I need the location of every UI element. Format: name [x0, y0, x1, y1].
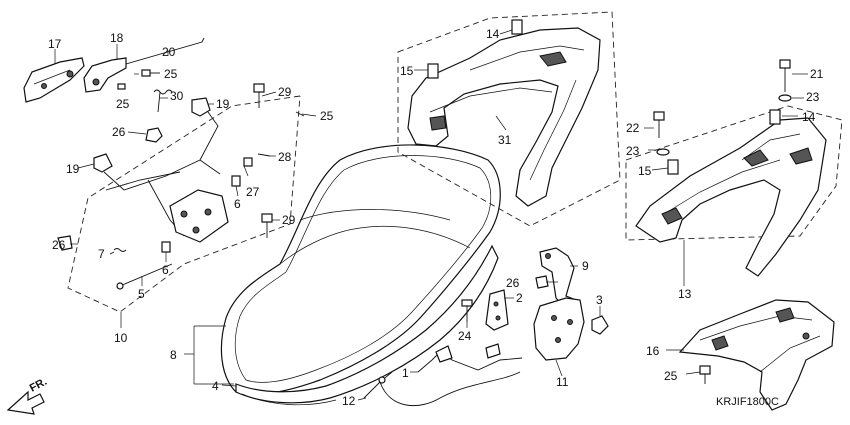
callout-30: 30	[170, 89, 184, 103]
part-27-collar	[243, 157, 253, 167]
callout-4: 4	[212, 379, 219, 393]
callout-bracket-8-4	[184, 325, 237, 387]
callout-23-b: 23	[626, 144, 640, 158]
callout-9: 9	[582, 259, 589, 273]
callout-18: 18	[110, 31, 124, 45]
callout-31: 31	[498, 133, 512, 147]
diagram-code: KRJIF1800C	[716, 396, 779, 408]
callout-29-a: 29	[278, 85, 292, 99]
part-5-rod	[119, 263, 173, 287]
callout-11: 11	[556, 375, 569, 389]
bolt-25-d	[699, 365, 711, 384]
callout-14-a: 14	[486, 27, 500, 41]
bolt-25-a	[141, 69, 160, 77]
bolt-29-b	[261, 213, 273, 238]
callout-27: 27	[246, 185, 260, 199]
washer-23-b	[656, 148, 670, 156]
part-12-cable	[363, 371, 521, 407]
callout-21: 21	[810, 67, 824, 81]
callout-15-b: 15	[638, 164, 652, 178]
bolt-22	[653, 111, 665, 138]
callout-25-c: 25	[320, 109, 334, 123]
callout-labels: 1 2 3 4 5 6 6 7 8 9 10 11 12 13 14 14 15…	[48, 27, 824, 408]
callout-7: 7	[98, 247, 105, 261]
callout-23-a: 23	[806, 90, 820, 104]
callout-26-c: 26	[506, 276, 520, 290]
callout-13: 13	[678, 287, 692, 301]
part-16-plate	[678, 299, 835, 411]
part-30-spring	[153, 89, 173, 113]
seat-outer	[220, 144, 501, 395]
part-17-cover	[23, 57, 85, 103]
callout-25-a: 25	[164, 67, 178, 81]
part-26-nut-c	[535, 275, 549, 289]
callout-26-a: 26	[112, 125, 126, 139]
seat-stitch	[234, 155, 492, 383]
part-26-nut-a	[145, 127, 163, 143]
part-3-clip	[591, 315, 609, 335]
washer-23-a	[778, 94, 792, 102]
group-31-boundary	[397, 11, 621, 227]
callout-29-b: 29	[282, 213, 296, 227]
callout-6-a: 6	[234, 197, 241, 211]
callout-5: 5	[138, 287, 145, 301]
part-6-collar-b	[161, 241, 171, 253]
part-26-clip-b	[57, 235, 73, 251]
callout-8: 8	[170, 348, 177, 362]
callout-25-d: 25	[664, 369, 678, 383]
callout-19-b: 19	[66, 162, 80, 176]
callout-26-b: 26	[52, 238, 66, 252]
part-6-collar-a	[231, 175, 241, 187]
part-14-collar-b	[769, 109, 781, 125]
callout-17: 17	[48, 37, 62, 51]
part-1-cable	[417, 351, 523, 373]
bolt-21	[779, 59, 791, 92]
callout-6-b: 6	[162, 263, 169, 277]
part-14-collar-a	[511, 19, 523, 35]
part-20-rod	[125, 37, 205, 65]
bolt-29-a	[253, 83, 265, 108]
callout-19-a: 19	[216, 97, 230, 111]
callout-20: 20	[162, 45, 176, 59]
part-15-collar-b	[667, 159, 679, 175]
callout-25-b: 25	[116, 97, 130, 111]
part-13-rack	[635, 117, 827, 277]
part-15-collar-a	[427, 63, 439, 79]
callout-16: 16	[646, 344, 660, 358]
callout-28: 28	[278, 150, 292, 164]
group-13-boundary	[625, 105, 843, 241]
part-11-bracket	[533, 297, 585, 361]
screw-24	[461, 299, 473, 322]
part-19-stopper-b	[93, 153, 113, 173]
part-31-carrier	[407, 27, 601, 207]
callout-12: 12	[342, 394, 356, 408]
seat-base	[235, 244, 499, 404]
callout-3: 3	[596, 293, 603, 307]
callout-22: 22	[626, 121, 640, 135]
seat-hinge-bracket	[169, 189, 229, 243]
front-direction-arrow: FR.	[6, 376, 49, 415]
front-direction-label: FR.	[28, 376, 49, 395]
group-10-boundary	[67, 95, 301, 313]
callout-10: 10	[114, 331, 128, 345]
part-19-stopper-a	[191, 97, 211, 117]
callout-24: 24	[458, 329, 472, 343]
callout-14-b: 14	[802, 110, 816, 124]
callout-15-a: 15	[400, 64, 414, 78]
callout-1: 1	[402, 366, 409, 380]
callout-2: 2	[516, 291, 523, 305]
bolt-25-b	[117, 83, 126, 90]
part-2-lock	[485, 289, 509, 331]
